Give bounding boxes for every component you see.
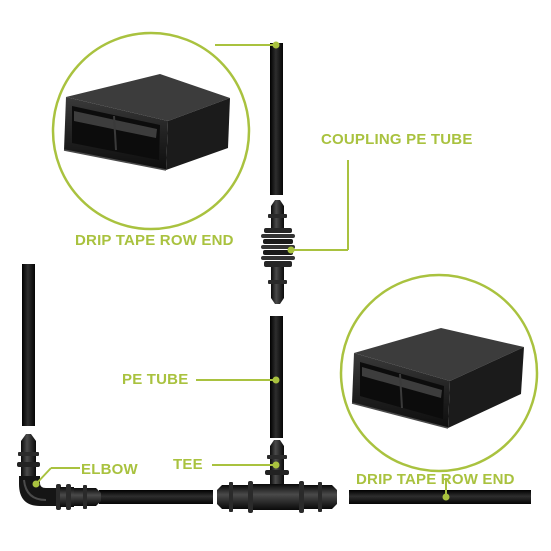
pe-tube-segments <box>22 43 531 504</box>
pe-tube-left <box>22 264 35 426</box>
pe-tube-bottom-left <box>99 490 213 504</box>
coupling-pe-tube-label: COUPLING PE TUBE <box>321 131 473 148</box>
tee-label: TEE <box>173 456 203 473</box>
tee-fitting-icon <box>217 440 337 513</box>
drip-tape-row-end-label-top: DRIP TAPE ROW END <box>75 232 234 249</box>
elbow-label: ELBOW <box>81 461 138 478</box>
drip-tape-row-end-label-bottom: DRIP TAPE ROW END <box>356 471 515 488</box>
pe-tube-bottom-right <box>349 490 531 504</box>
elbow-fitting-icon <box>17 434 101 510</box>
leader-lines <box>35 44 447 497</box>
pe-tube-top <box>270 43 283 195</box>
coupling-fitting-icon <box>261 200 295 304</box>
pe-tube-label: PE TUBE <box>122 371 189 388</box>
leader-dots <box>32 41 450 501</box>
drip-tape-end-cap-icon <box>63 74 230 171</box>
drip-tape-end-cap-icon <box>351 328 524 429</box>
